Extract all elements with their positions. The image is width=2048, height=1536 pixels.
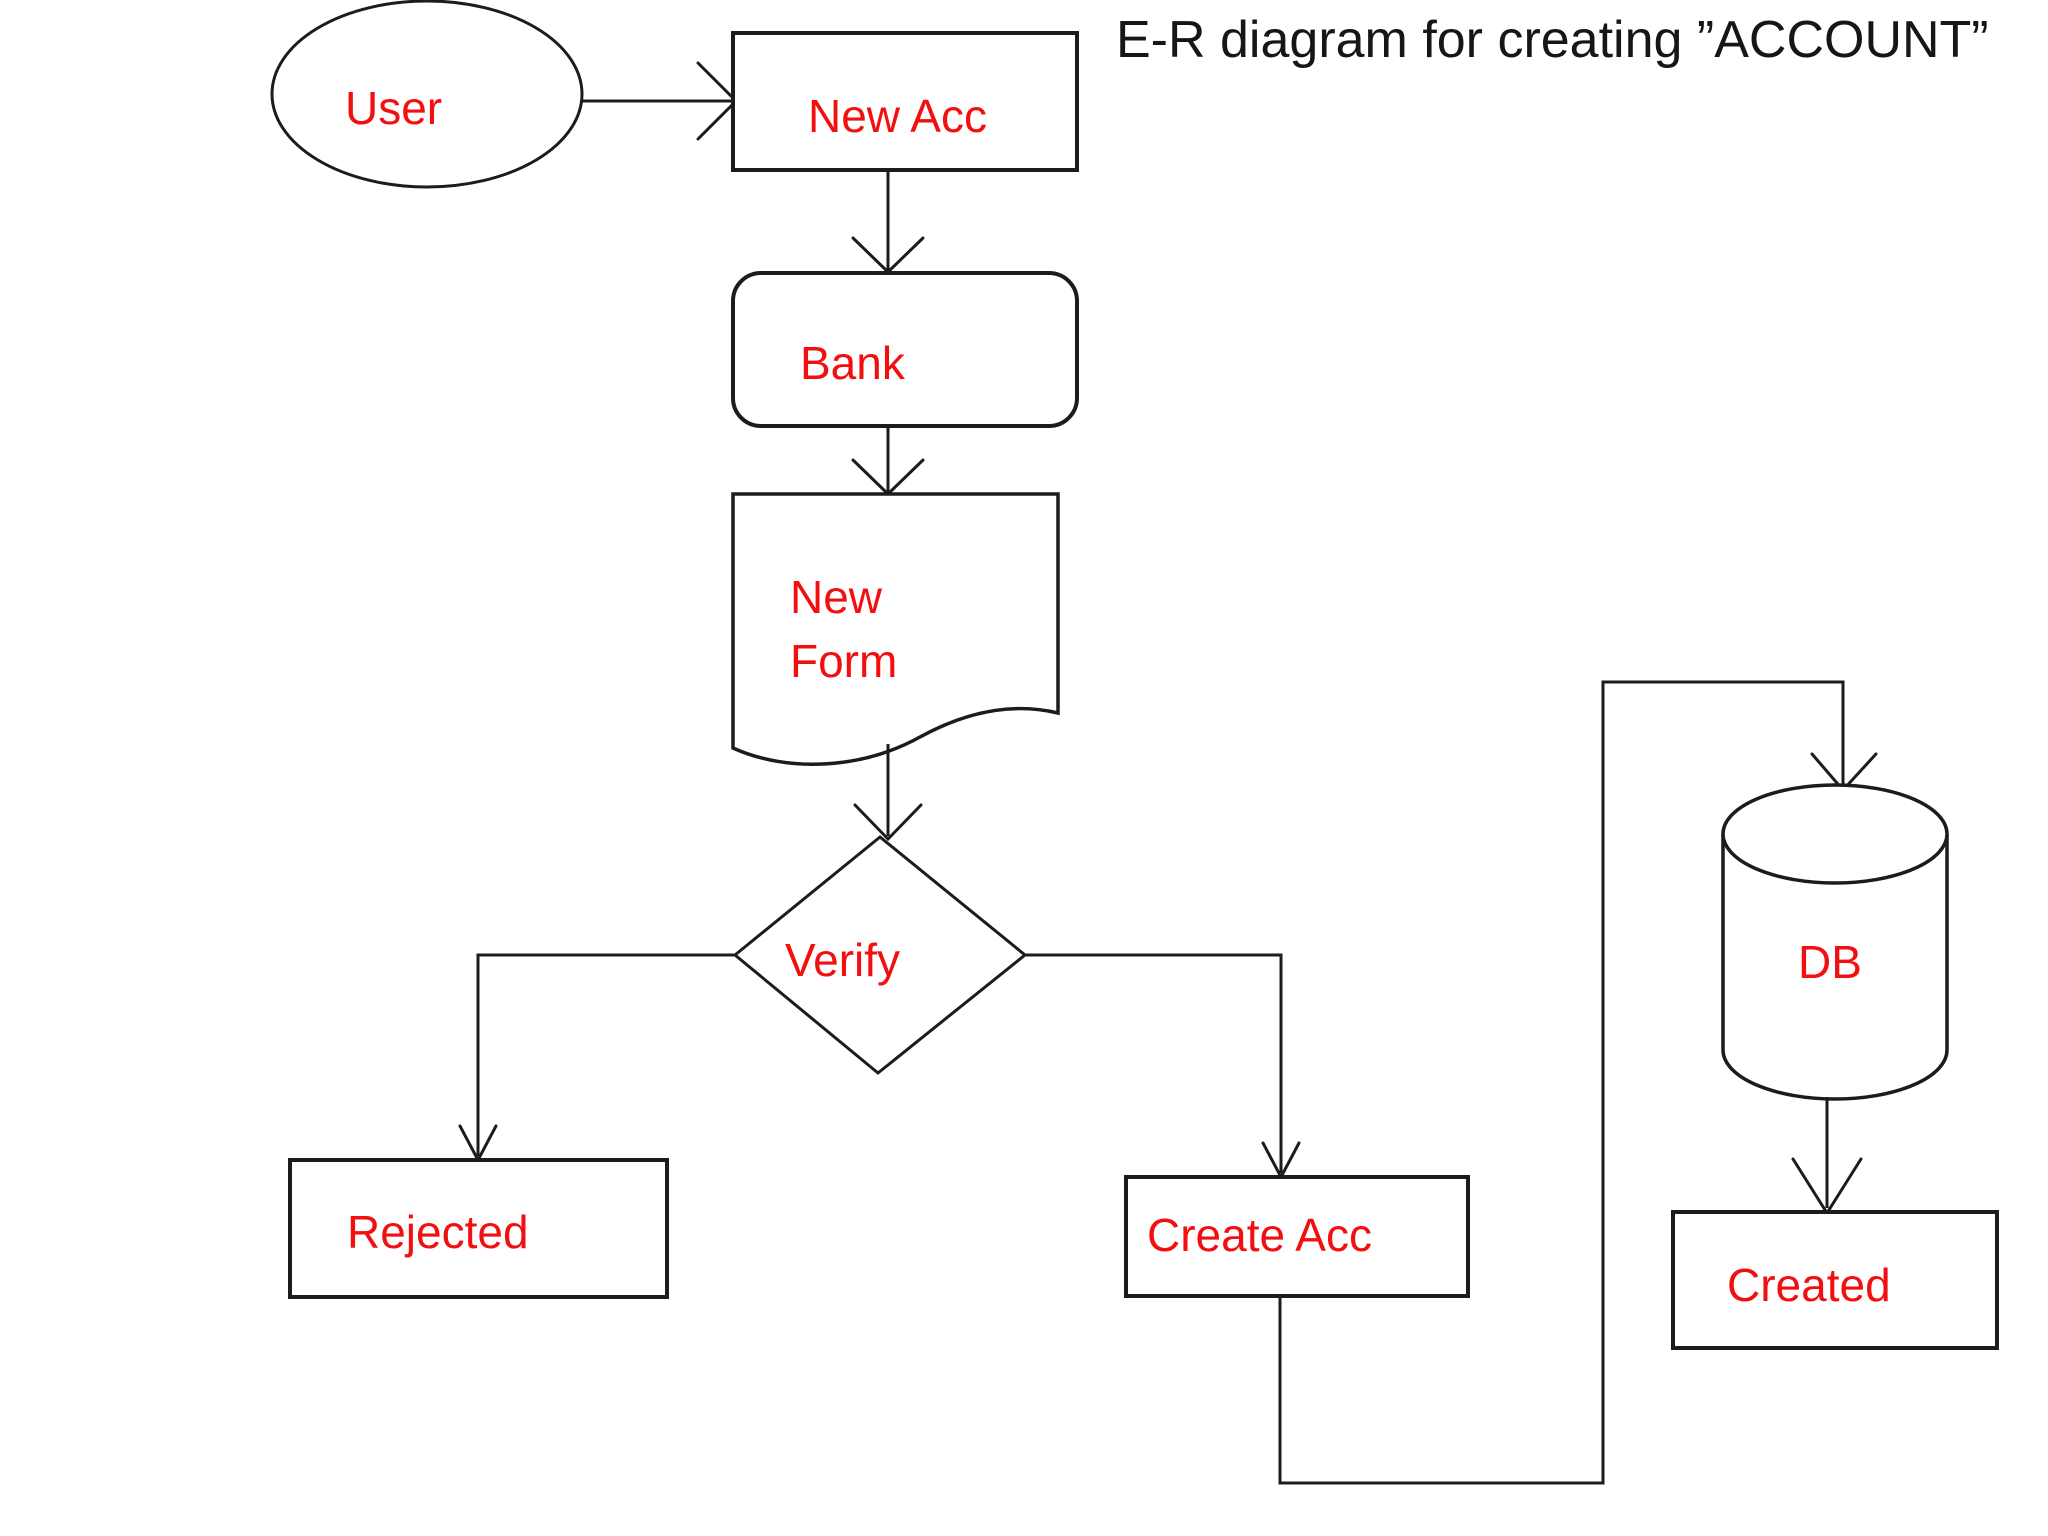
- newacc-rect-shape: [731, 31, 1079, 172]
- user-label: User: [345, 82, 443, 134]
- newacc-label: New Acc: [808, 90, 987, 142]
- created-label: Created: [1727, 1259, 1891, 1311]
- created-rect-shape: [1671, 1210, 1999, 1350]
- newform-document-shape: [731, 492, 1060, 766]
- db-cylinder-body-shape: [1721, 834, 1949, 1101]
- verify-diamond-shape: [732, 835, 1028, 1075]
- bank-label: Bank: [800, 337, 905, 389]
- newform-label: New Form: [790, 565, 897, 693]
- createacc-rect-shape: [1124, 1175, 1470, 1298]
- edge-verify-rejected: [476, 953, 735, 1156]
- edge-verify-createacc: [1025, 953, 1283, 1173]
- bank-rounded-rect-shape: [731, 271, 1079, 428]
- rejected-rect-shape: [288, 1158, 669, 1299]
- newform-label-line2: Form: [790, 635, 898, 687]
- edge-createacc-db: [1278, 680, 1845, 1485]
- arrowhead-newform-verify-icon: [853, 803, 923, 842]
- verify-label: Verify: [785, 934, 901, 986]
- user-ellipse-shape: [270, 0, 584, 189]
- createacc-label: Create Acc: [1147, 1209, 1372, 1261]
- rejected-label: Rejected: [347, 1206, 529, 1258]
- newform-label-line1: New: [790, 571, 883, 623]
- diagram-title: E-R diagram for creating ”ACCOUNT”: [1116, 11, 1989, 69]
- db-label: DB: [1798, 936, 1862, 988]
- db-cylinder-top-shape: [1721, 783, 1949, 885]
